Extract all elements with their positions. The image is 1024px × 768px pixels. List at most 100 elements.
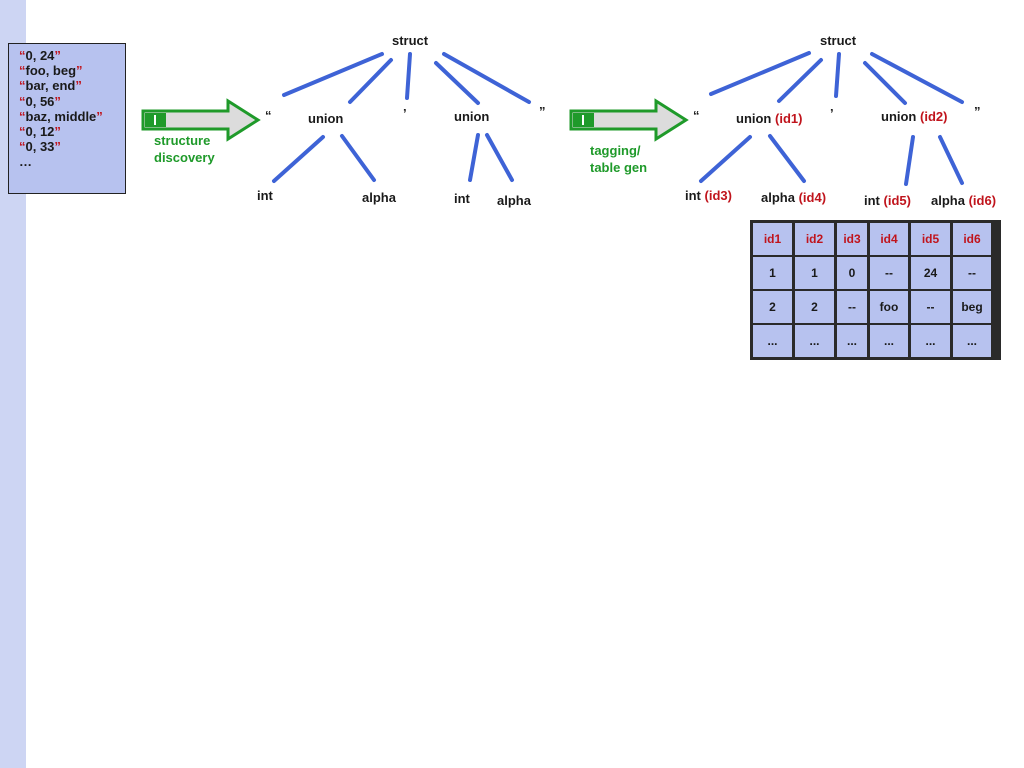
- arrow-tail-mark: [582, 115, 584, 125]
- table-cell: --: [953, 257, 991, 289]
- edge: [434, 61, 480, 105]
- arrow-shape: [569, 98, 689, 142]
- tagging-arrow: [569, 98, 689, 142]
- table-cell: 2: [753, 291, 792, 323]
- tree1-comma: ’: [403, 106, 407, 121]
- edge: [272, 135, 325, 183]
- edge: [938, 135, 964, 185]
- table-cell: 1: [753, 257, 792, 289]
- input-line-text: 0, 56: [25, 93, 55, 109]
- table-cell: 1: [795, 257, 834, 289]
- input-line-text: 0, 12: [25, 124, 55, 140]
- edge: [777, 58, 823, 103]
- tree2-union-left-tag: (id1): [775, 111, 802, 126]
- close-quote-mark: ”: [76, 63, 83, 79]
- edge: [870, 52, 964, 104]
- close-quote-mark: ”: [75, 78, 82, 94]
- table-cell: foo: [870, 291, 908, 323]
- close-quote-mark: ”: [54, 48, 61, 63]
- edge: [485, 133, 514, 182]
- input-line: “0, 56”: [19, 94, 125, 109]
- arrow-shape: [141, 98, 261, 142]
- tree2-int-right-label: int (id5): [864, 193, 911, 208]
- table-cell: --: [837, 291, 867, 323]
- table-header-cell: id1: [753, 223, 792, 255]
- arrow-tail-mark: [154, 115, 156, 125]
- close-quote-mark: ”: [54, 124, 61, 140]
- input-line: “foo, beg”: [19, 63, 125, 78]
- tree1-int-left-label: int: [257, 188, 274, 203]
- tree2-union-right-text: union: [881, 109, 916, 124]
- edge: [834, 52, 841, 98]
- arrow2-label-line2: table gen: [590, 160, 647, 175]
- edge: [699, 135, 752, 183]
- input-line: “0, 33”: [19, 139, 125, 154]
- input-line-text: baz, middle: [25, 108, 97, 124]
- input-line: “0, 24”: [19, 48, 125, 63]
- table-header-cell: id2: [795, 223, 834, 255]
- table-cell: ...: [795, 325, 834, 357]
- tree2-alpha-left-tag: (id4): [799, 190, 826, 205]
- table-cell: ...: [753, 325, 792, 357]
- table-header-cell: id3: [837, 223, 867, 255]
- open-quote-mark: “: [19, 93, 26, 109]
- tree2-alpha-left-label: alpha (id4): [761, 190, 826, 205]
- arrow1-label-line2: discovery: [154, 150, 215, 165]
- tree2-int-left-label: int (id3): [685, 188, 732, 203]
- close-quote-mark: ”: [54, 139, 61, 155]
- tree1-edges: [272, 52, 531, 183]
- tree2-edges: [699, 51, 964, 186]
- table-cell: 24: [911, 257, 950, 289]
- tree2-union-left-label: union (id1): [736, 111, 802, 126]
- table-cell: --: [911, 291, 950, 323]
- tree2-union-right-label: union (id2): [881, 109, 947, 124]
- tree2-int-left-text: int: [685, 188, 702, 203]
- table-header-cell: id4: [870, 223, 908, 255]
- tree1-union-left-label: union: [308, 111, 343, 126]
- edge: [468, 133, 480, 182]
- input-line: “baz, middle”: [19, 109, 125, 124]
- table-cell: beg: [953, 291, 991, 323]
- input-line: “0, 12”: [19, 124, 125, 139]
- input-line: “bar, end”: [19, 78, 125, 93]
- arrow2-label-line1: tagging/: [590, 143, 641, 158]
- tree2-alpha-right-tag: (id6): [969, 193, 996, 208]
- tree2-int-right-tag: (id5): [884, 193, 911, 208]
- table-cell: --: [870, 257, 908, 289]
- edge: [340, 134, 376, 182]
- table-cell: ...: [870, 325, 908, 357]
- input-line-text: 0, 33: [25, 139, 55, 155]
- tree2-alpha-left-text: alpha: [761, 190, 796, 205]
- tree2-int-right-text: int: [864, 193, 881, 208]
- input-data-box: “0, 24”“foo, beg”“bar, end”“0, 56”“baz, …: [8, 43, 126, 194]
- edge: [442, 52, 531, 104]
- tree1-union-right-label: union: [454, 109, 489, 124]
- tree2-union-left-text: union: [736, 111, 771, 126]
- open-quote-mark: “: [19, 139, 26, 155]
- table-header-cell: id6: [953, 223, 991, 255]
- open-quote-mark: “: [19, 63, 26, 79]
- table-cell: ...: [911, 325, 950, 357]
- edge: [768, 134, 806, 183]
- input-line: …: [19, 154, 125, 169]
- tree1-root-label: struct: [392, 33, 429, 48]
- edge: [282, 52, 384, 97]
- tree2-union-right-tag: (id2): [920, 109, 947, 124]
- input-line-text: foo, beg: [25, 63, 77, 79]
- open-quote-mark: “: [19, 108, 26, 124]
- arrow1-label-line1: structure: [154, 133, 210, 148]
- tree1-int-right-label: int: [454, 191, 471, 206]
- input-line-text: …: [19, 154, 32, 170]
- edge: [709, 51, 811, 96]
- edge: [904, 135, 915, 186]
- structure-discovery-arrow: [141, 98, 261, 142]
- tree2-comma: ’: [830, 106, 834, 121]
- tree1-close-quote: ”: [539, 104, 546, 119]
- table-header-cell: id5: [911, 223, 950, 255]
- edge: [405, 52, 412, 100]
- table-cell: ...: [837, 325, 867, 357]
- edge: [863, 61, 907, 105]
- input-line-text: bar, end: [25, 78, 76, 94]
